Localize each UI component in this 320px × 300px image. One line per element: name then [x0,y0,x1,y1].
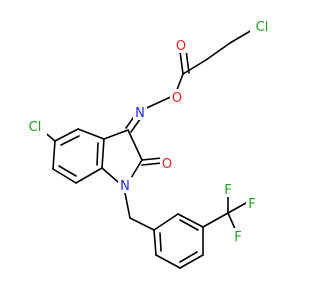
bond [205,42,231,61]
bond [101,167,119,183]
bond [52,168,77,184]
bond [179,254,204,269]
bond [130,159,143,179]
bond [202,212,229,228]
bond [159,232,162,252]
bond [153,229,157,256]
chlorine-label: Cl [29,120,42,135]
atom-f-left: F [232,228,244,245]
bond [101,138,105,169]
bond [229,29,253,44]
atom-n-oxime: N [133,104,147,121]
bond [141,157,163,161]
nitrogen-label: N [135,106,145,121]
fluorine-label: F [234,230,241,245]
fluorine-label: F [248,197,255,212]
atom-n-indole: N [118,177,132,194]
bond [182,59,207,75]
oxygen-label: O [162,157,172,172]
bond [155,254,181,269]
bond [179,50,184,75]
chlorine-label: Cl [256,20,269,35]
bond [75,167,103,184]
atom-cl-ring: Cl [23,118,47,135]
oxygen-label: O [176,39,186,54]
bond [103,129,129,140]
atom-cl-top: Cl [250,18,274,35]
bond [77,128,105,140]
chemical-structure: Cl O O N Cl O N F [23,18,274,269]
bond [124,192,131,219]
atom-o-ester-link: O [170,89,184,106]
bond [179,219,199,231]
bond [141,162,163,166]
bond [153,213,179,231]
atom-f-top: F [222,181,234,198]
atom-o-ester-carbonyl: O [174,37,188,54]
fluorine-label: F [224,183,231,198]
atom-f-right: F [246,195,258,212]
bond [129,217,155,231]
bond [52,140,56,170]
bond [60,135,80,146]
bond [185,49,190,74]
bond [227,202,247,214]
atom-labels: Cl O O N Cl O N F [23,18,274,245]
bond-lines [41,29,253,269]
atom-o-lactam: O [160,155,174,172]
bond [96,142,99,166]
oxygen-label: O [172,91,182,106]
bond [179,251,198,263]
bond [58,165,77,177]
bond [127,129,143,161]
bond [54,128,79,142]
bond [177,213,204,228]
nitrogen-label: N [120,179,130,194]
